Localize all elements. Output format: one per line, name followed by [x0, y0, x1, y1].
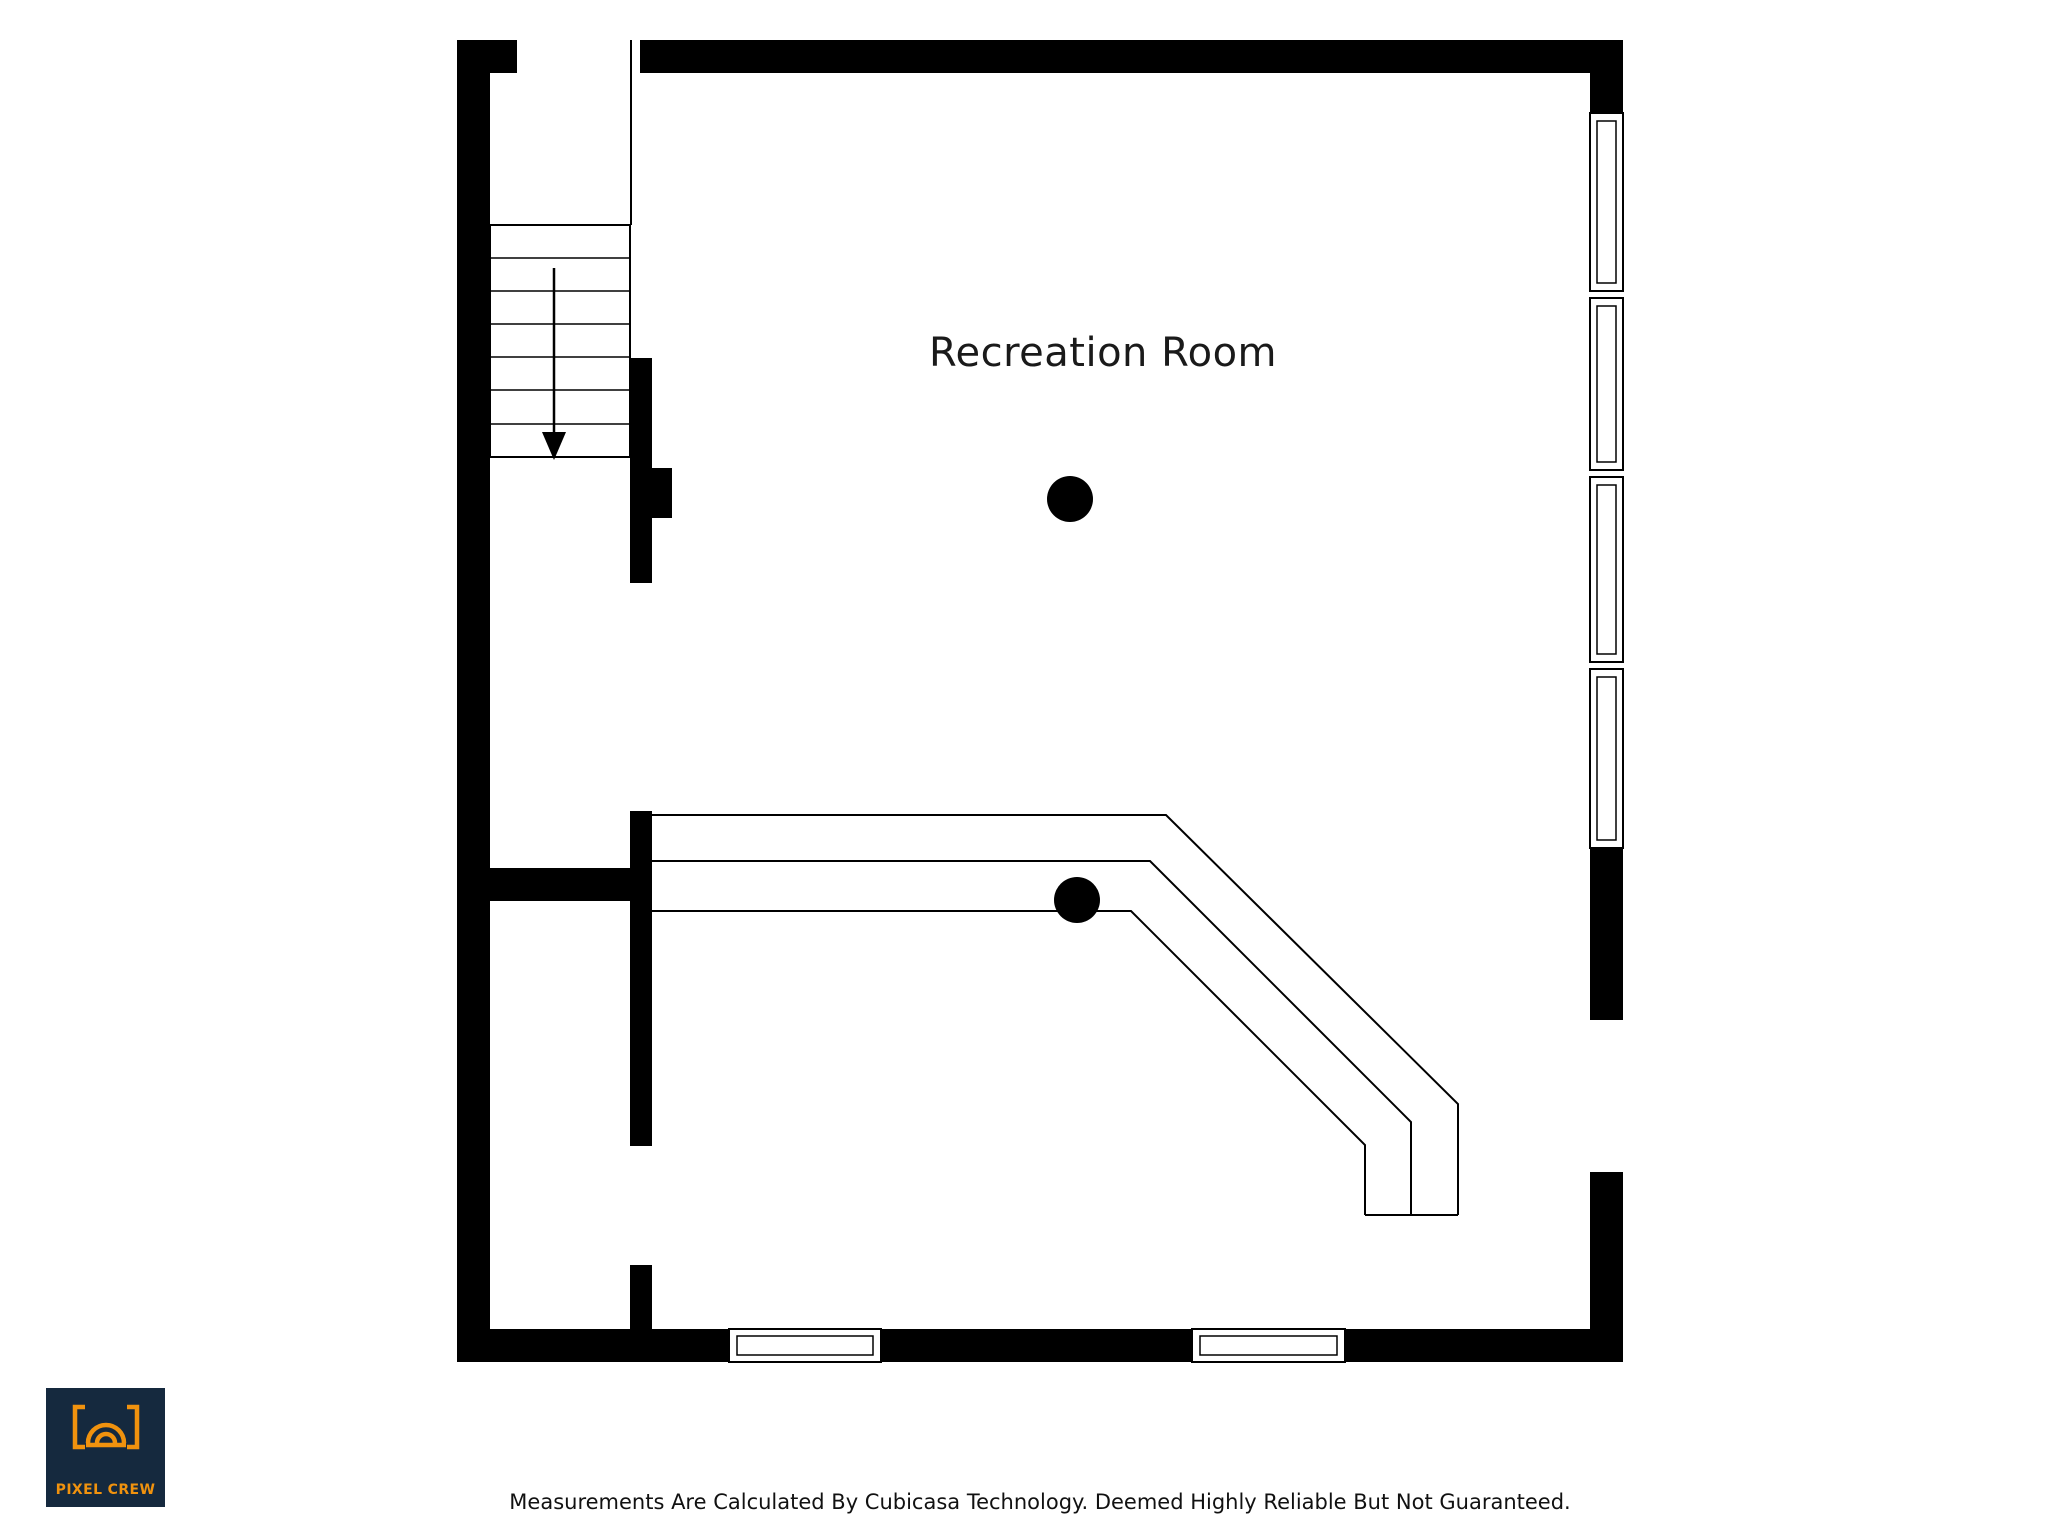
- bar-counter: [652, 814, 1459, 1216]
- pixel-crew-logo: PIXEL CREW: [46, 1388, 165, 1507]
- window: [1589, 476, 1624, 663]
- support-column: [1054, 877, 1100, 923]
- walls: [457, 40, 1623, 1362]
- room-label: Recreation Room: [928, 330, 1278, 376]
- bar-counter-outer-edge: [652, 814, 1459, 1215]
- window: [1589, 297, 1624, 471]
- wall-segment-left: [457, 40, 490, 1362]
- disclaimer-text: Measurements Are Calculated By Cubicasa …: [509, 1490, 1571, 1514]
- bar-counter-middle-edge: [652, 860, 1412, 1215]
- bottom-wall-windows: [728, 1328, 1346, 1363]
- window: [1589, 668, 1624, 849]
- window: [1589, 112, 1624, 292]
- wall-segment-right-mid: [1590, 848, 1623, 1020]
- wall-segment-divider: [457, 868, 652, 901]
- staircase: [489, 40, 632, 460]
- bar-counter-inner-edge: [652, 910, 1366, 1215]
- wall-segment-bottom-1: [457, 1329, 729, 1362]
- stair-down-arrow-icon: [542, 268, 566, 460]
- right-wall-windows: [1589, 112, 1624, 849]
- staircase-outline: [489, 224, 631, 458]
- window: [1191, 1328, 1346, 1363]
- window: [728, 1328, 882, 1363]
- support-columns: [1047, 476, 1100, 923]
- wall-segment-bottom-2: [881, 1329, 1192, 1362]
- wall-segment-top-main: [640, 40, 1623, 73]
- wall-notch: [652, 468, 672, 518]
- wall-segment-interior-2: [630, 811, 652, 1146]
- wall-segment-right-top: [1590, 40, 1623, 113]
- wall-segment-interior-1: [630, 358, 652, 583]
- wall-segment-interior-3: [630, 1265, 652, 1362]
- support-column: [1047, 476, 1093, 522]
- wall-segment-top-stub: [457, 40, 517, 73]
- logo-text: PIXEL CREW: [55, 1482, 156, 1498]
- wall-segment-bottom-3: [1345, 1329, 1623, 1362]
- camera-icon: [72, 1404, 139, 1450]
